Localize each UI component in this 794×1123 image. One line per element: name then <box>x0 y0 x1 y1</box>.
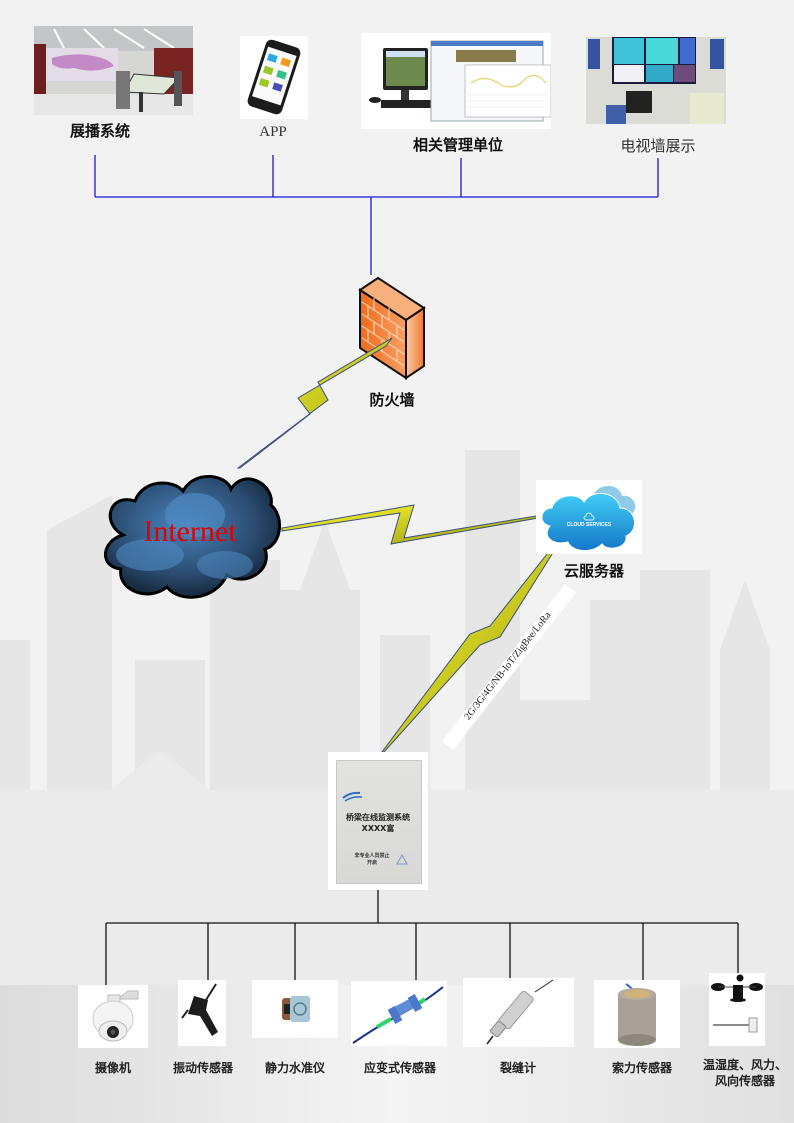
weather-sensor-icon <box>709 973 765 1046</box>
firewall-brick-icon <box>358 276 426 380</box>
sensor-label: 静力水准仪 <box>264 1061 325 1075</box>
storm-cloud-icon <box>104 475 281 599</box>
control-room-photo <box>34 26 193 115</box>
top-node-label: 展播系统 <box>69 122 130 140</box>
sensor-label: 振动传感器 <box>172 1061 233 1075</box>
vibration-sensor-icon <box>178 980 226 1046</box>
cabinet-warning: 非专业人员禁止 <box>354 853 390 859</box>
cloud-services-icon: CLOUD SERVICES <box>536 480 642 554</box>
cloud-services-badge: CLOUD SERVICES <box>566 522 612 528</box>
top-node-label: 电视墙展示 <box>620 137 696 155</box>
top-connector-lines <box>94 155 659 275</box>
dome-camera-icon <box>78 985 148 1048</box>
firewall-label: 防火墙 <box>369 391 415 409</box>
sensor-label: 温湿度、风力、 <box>702 1058 787 1072</box>
cable-force-sensor-icon <box>594 980 680 1048</box>
sensor-label: 摄像机 <box>94 1061 131 1075</box>
sensor-label: 应变式传感器 <box>363 1061 436 1075</box>
static-level-icon <box>252 980 338 1038</box>
sensor-label-line2: 风向传感器 <box>714 1074 775 1088</box>
cloud-server-label: 云服务器 <box>563 562 624 580</box>
cabinet-subtitle: XXXX富 <box>361 824 395 833</box>
top-node-label: 相关管理单位 <box>412 136 503 154</box>
cabinet-warning-2: 开启 <box>366 860 377 866</box>
internet-label: Internet <box>143 515 237 548</box>
top-node-label: APP <box>259 124 287 140</box>
bottom-connector-lines <box>105 890 739 985</box>
lightning-links <box>236 337 555 753</box>
lightning-firewall-internet <box>236 337 393 469</box>
computer-dashboard-photo <box>361 33 551 129</box>
cabinet-title: 桥梁在线监测系统 <box>346 813 410 822</box>
sensor-label: 裂缝计 <box>499 1061 536 1075</box>
crack-meter-icon <box>463 978 574 1047</box>
company-logo-icon <box>342 791 363 802</box>
monitoring-cabinet: 桥梁在线监测系统 XXXX富 非专业人员禁止 开启 <box>328 752 428 890</box>
sensor-label: 索力传感器 <box>611 1061 672 1075</box>
lightning-internet-cloud <box>281 504 540 545</box>
strain-sensor-icon <box>351 981 447 1046</box>
warning-triangle-icon <box>396 854 408 865</box>
smartphone-app-photo <box>240 36 308 119</box>
tv-wall-photo <box>586 37 726 124</box>
